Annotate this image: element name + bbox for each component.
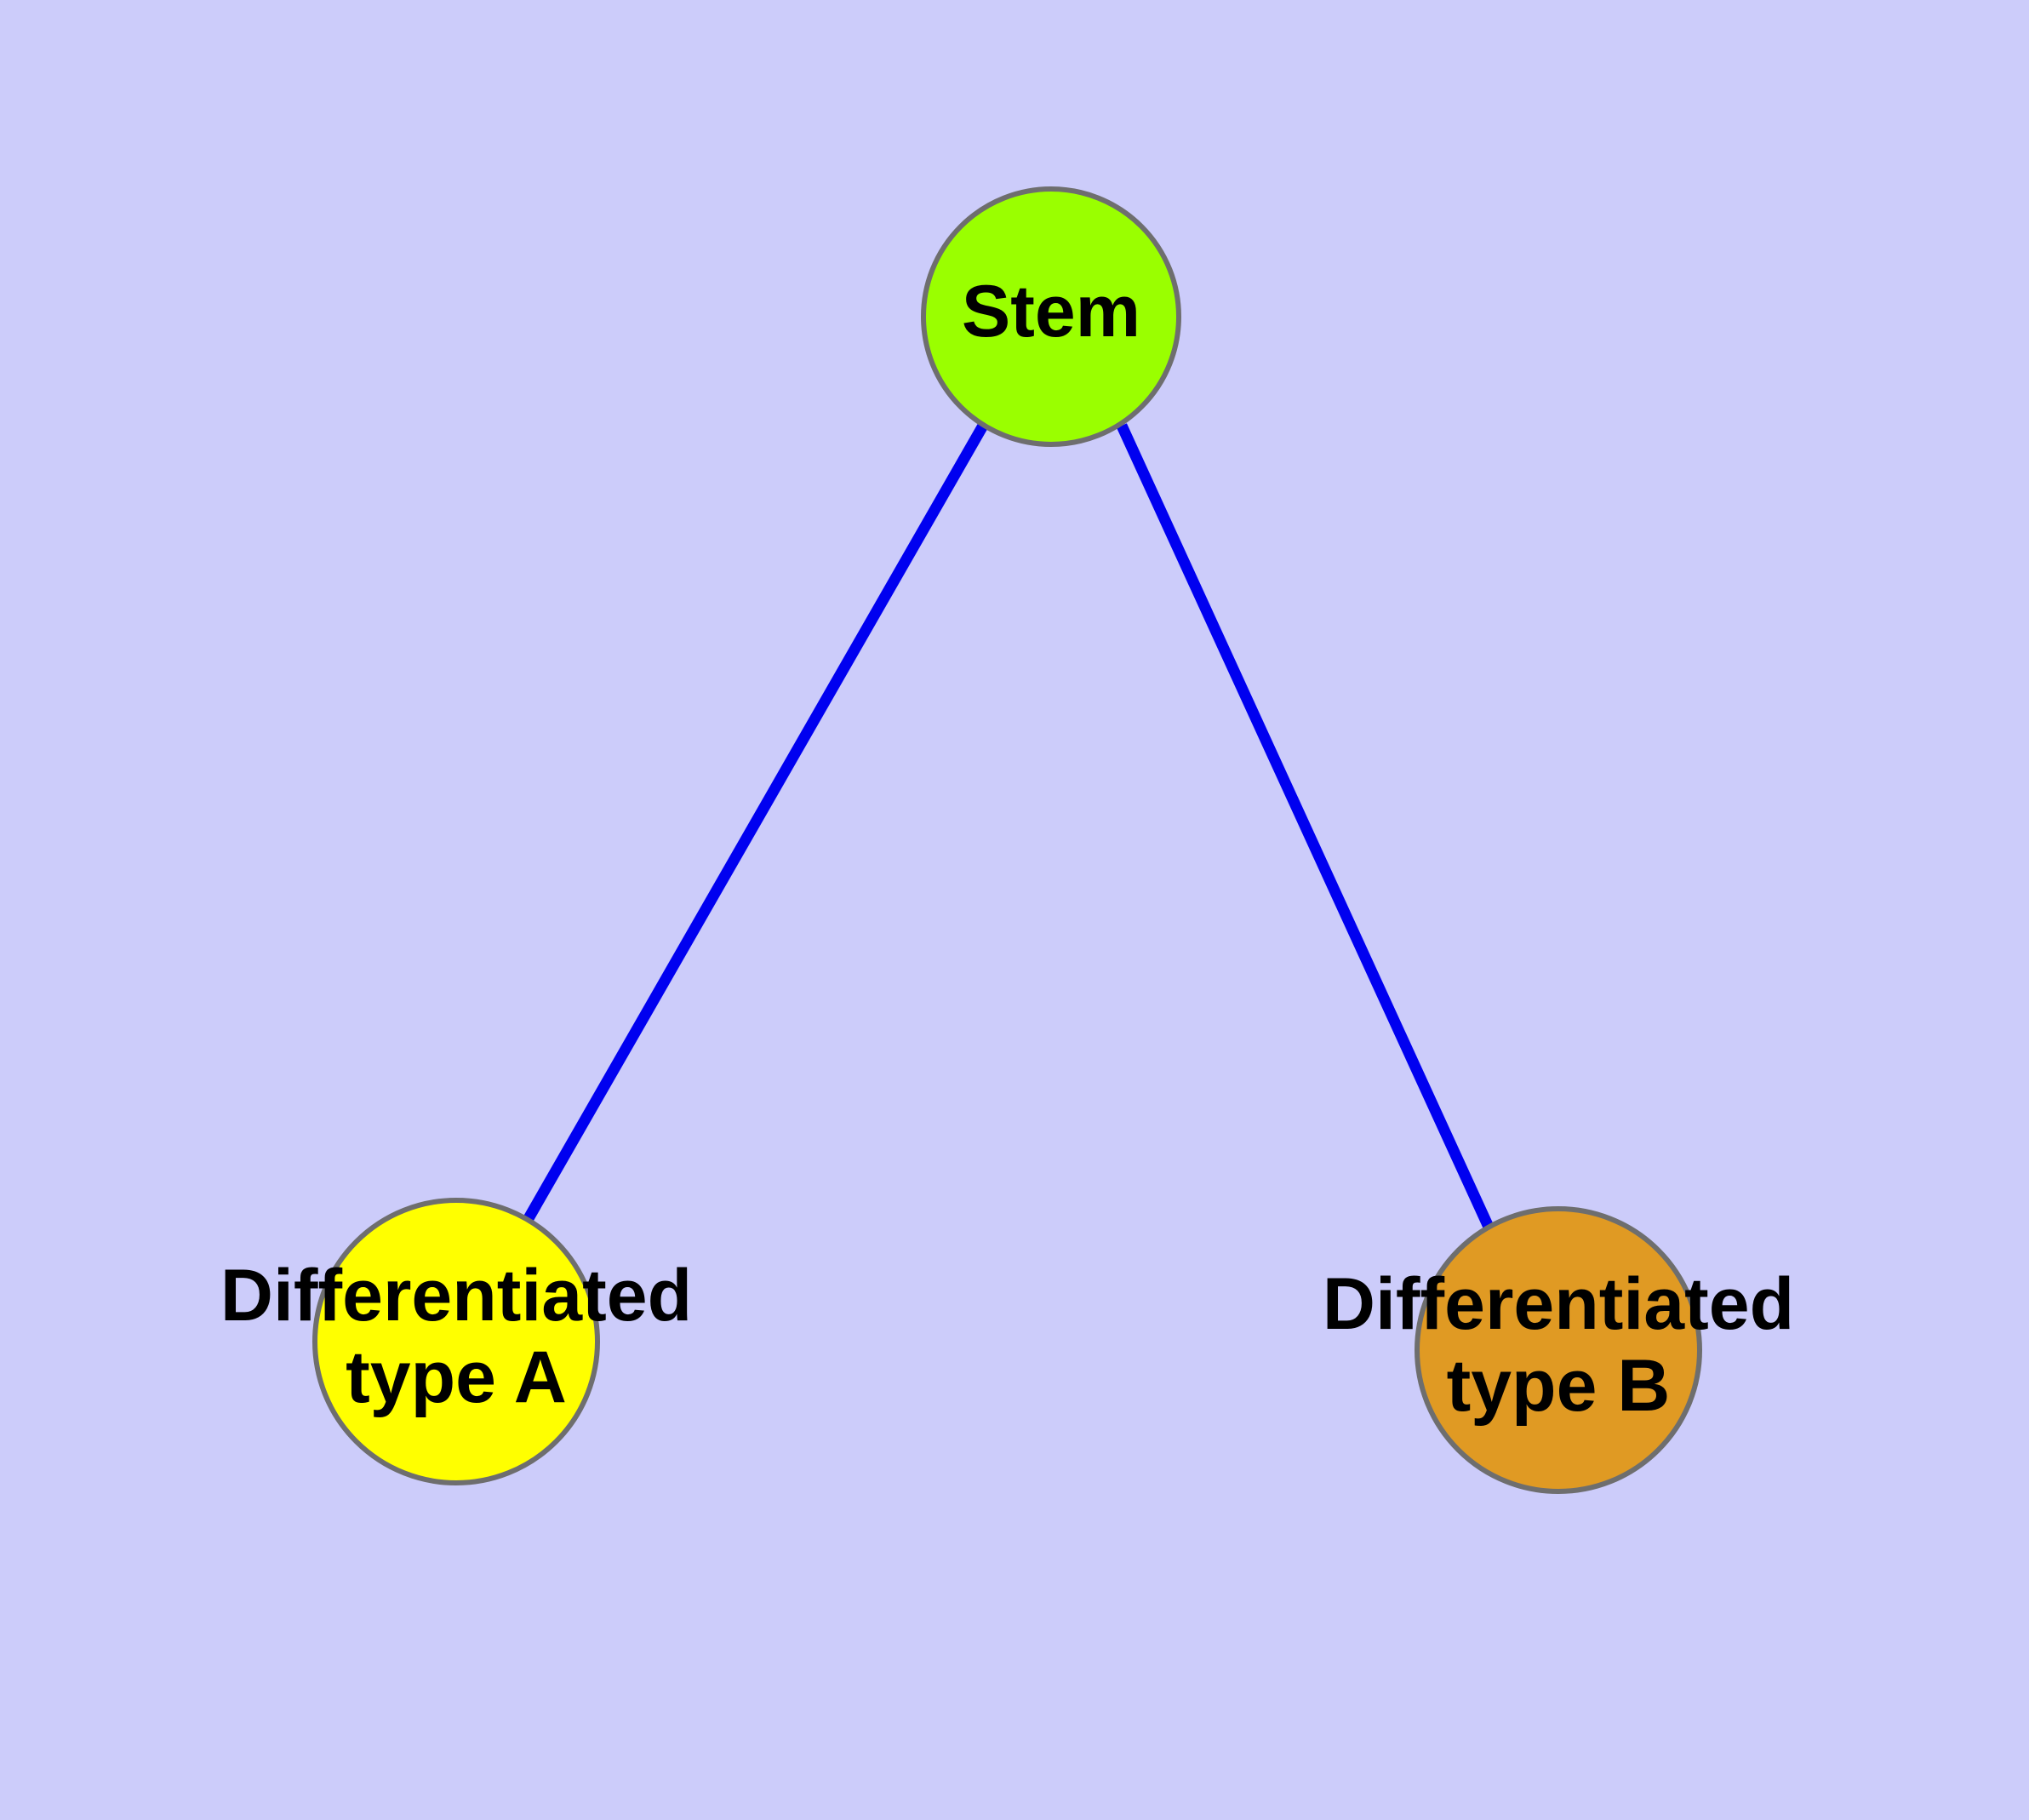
nodes-layer	[312, 186, 1702, 1494]
edges-layer	[519, 422, 1497, 1237]
node-diff_b[interactable]	[1415, 1206, 1702, 1494]
node-label-line: Differentiated	[1323, 1263, 1794, 1345]
node-label-line: Differentiated	[220, 1255, 692, 1336]
edge-stem-diff_b	[1117, 423, 1497, 1237]
node-diff_a[interactable]	[312, 1198, 600, 1485]
node-label-line: Stem	[962, 271, 1140, 352]
edge-stem-diff_a	[519, 422, 988, 1229]
node-stem[interactable]	[921, 186, 1181, 447]
node-label-stem: Stem	[962, 271, 1140, 352]
node-label-line: type B	[1447, 1345, 1671, 1427]
node-label-line: type A	[346, 1336, 567, 1418]
